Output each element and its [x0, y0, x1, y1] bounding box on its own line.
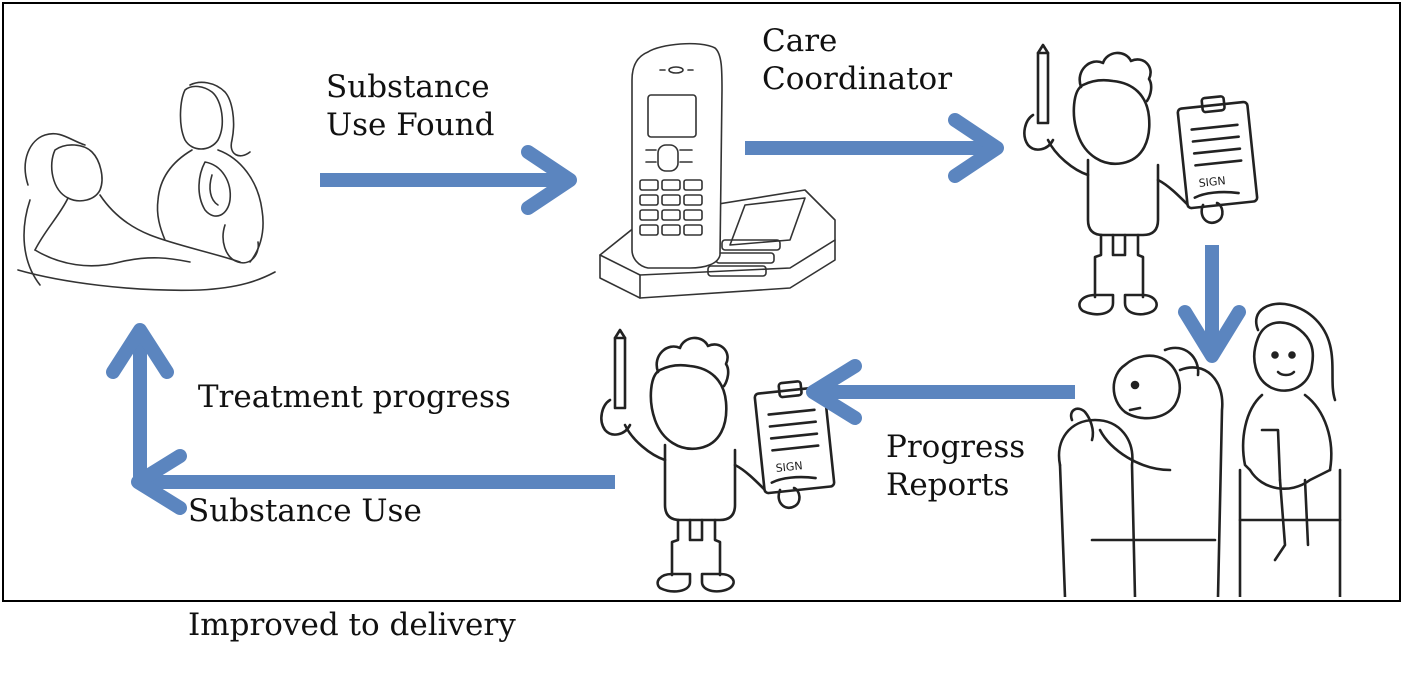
clipboard-sign-text: SIGN	[1198, 174, 1226, 190]
coordinator-with-clipboard-icon: SIGN	[1023, 43, 1259, 316]
label-treatment-progress: Treatment progress Substance Use Improve…	[188, 302, 516, 682]
label-line: Treatment progress	[188, 379, 511, 415]
coordinator-with-clipboard-icon: SIGN	[600, 328, 836, 593]
cordless-phone-icon	[599, 42, 836, 299]
label-line: Substance	[326, 69, 490, 105]
label-line: Care	[762, 23, 838, 59]
diagram-canvas: SIGN	[17, 42, 1342, 597]
arrow-therapy-to-coordinator	[806, 359, 1075, 425]
arrow-head	[521, 145, 577, 215]
arrow-head	[106, 323, 174, 379]
arrow-head	[806, 359, 862, 425]
arrow-coordinator-to-therapy	[1178, 245, 1246, 363]
label-line: Progress	[886, 429, 1026, 465]
patient-with-clinician-icon	[17, 81, 276, 292]
arrow-phone-to-coordinator	[745, 113, 1004, 183]
arrow-head	[948, 113, 1004, 183]
label-line: Coordinator	[762, 61, 953, 97]
arrow-substance-to-phone	[320, 145, 577, 215]
label-line: Reports	[886, 467, 1010, 503]
therapy-session-icon	[1057, 302, 1342, 597]
arrow-head	[1178, 305, 1246, 363]
label-line: Substance Use	[188, 493, 422, 529]
label-progress-reports: Progress Reports	[886, 428, 1025, 504]
label-line: Use Found	[326, 107, 495, 143]
clipboard-sign-text: SIGN	[775, 459, 803, 475]
label-care-coordinator: Care Coordinator	[762, 22, 952, 98]
label-substance-use-found: Substance Use Found	[326, 68, 495, 144]
label-line: Improved to delivery	[188, 607, 516, 643]
arrow-loop-up-to-patient	[106, 323, 174, 482]
